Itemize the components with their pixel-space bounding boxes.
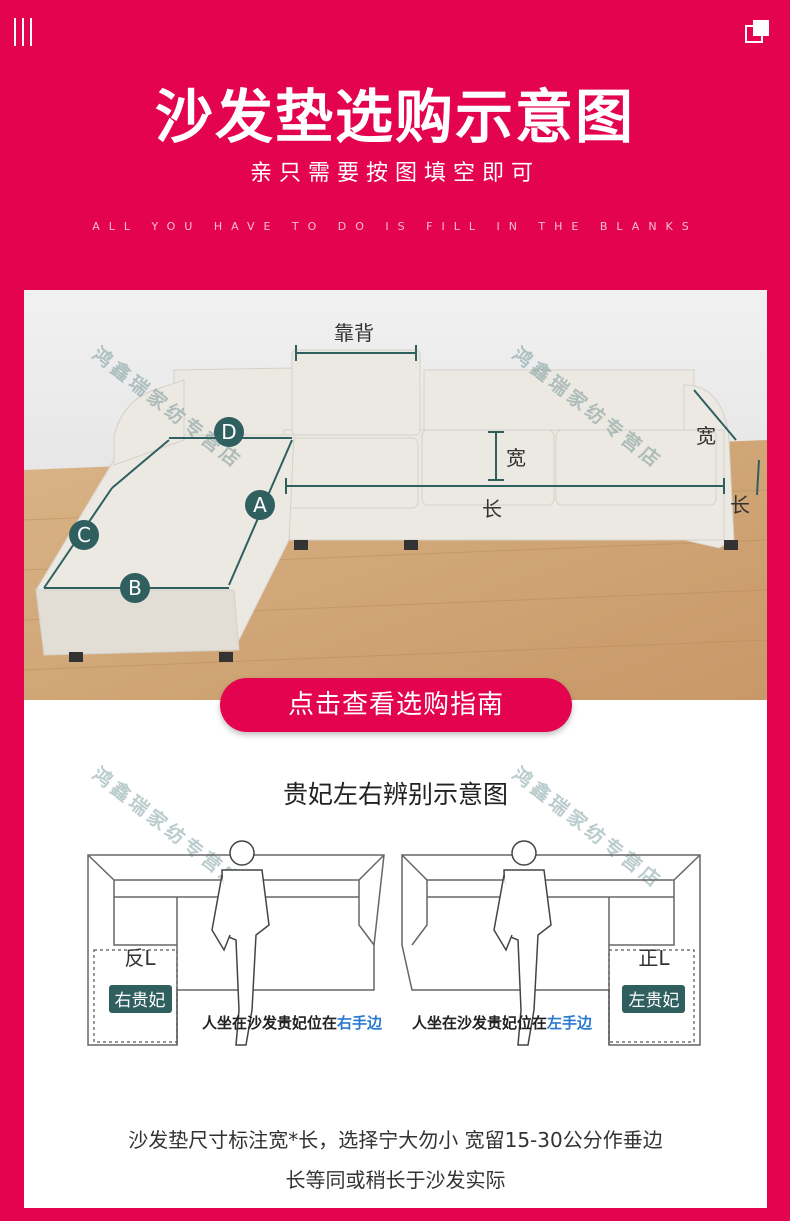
svg-text:A: A: [253, 493, 267, 517]
menu-icon[interactable]: [14, 18, 38, 46]
marker-b: B: [120, 573, 150, 603]
marker-a: A: [245, 490, 275, 520]
svg-text:人坐在沙发贵妃位在左手边: 人坐在沙发贵妃位在左手边: [412, 1014, 593, 1032]
sofa-diagram: 反L 右贵妃 人坐在沙发贵妃位在右手边 正L 左贵妃: [24, 835, 767, 1065]
size-note-line2: 长等同或稍长于沙发实际: [285, 1168, 506, 1192]
right-chaise-badge: 右贵妃: [115, 991, 166, 1011]
left-caption-highlight: 右手边: [337, 1014, 383, 1032]
label-width: 宽: [506, 446, 526, 470]
share-icon[interactable]: [744, 18, 772, 46]
diagram-title: 贵妃左右辨别示意图: [282, 780, 508, 809]
marker-d: D: [214, 417, 244, 447]
right-caption-highlight: 左手边: [546, 1014, 593, 1032]
guide-button[interactable]: 点击查看选购指南: [220, 678, 572, 732]
person-figure-left: [211, 840, 270, 1046]
person-figure-right: [493, 840, 552, 1046]
reverse-l-type: 反L: [124, 946, 156, 970]
left-chaise-badge: 左贵妃: [629, 991, 680, 1011]
page-title: 沙发垫选购示意图: [154, 83, 635, 151]
english-tagline: ALL YOU HAVE TO DO IS FILL IN THE BLANKS: [92, 220, 698, 233]
label-arm-width: 宽: [696, 424, 716, 448]
size-note-line1: 沙发垫尺寸标注宽*长，选择宁大勿小 宽留15-30公分作垂边: [128, 1128, 663, 1152]
content-panel: 靠背 宽 长 宽 长 A B C D 鸿鑫瑞家纺专营店 鸿鑫瑞家纺专营店 点击查…: [24, 290, 767, 1208]
normal-l-type: 正L: [638, 946, 670, 970]
right-caption: 人坐在沙发贵妃位在: [412, 1014, 547, 1032]
svg-text:B: B: [128, 576, 142, 600]
label-length: 长: [482, 497, 502, 521]
sofa-photo: 靠背 宽 长 宽 长 A B C D: [24, 290, 767, 700]
left-caption: 人坐在沙发贵妃位在: [202, 1014, 337, 1032]
svg-text:C: C: [77, 523, 91, 547]
marker-c: C: [69, 520, 99, 550]
label-arm-length: 长: [730, 493, 750, 517]
size-note: 沙发垫尺寸标注宽*长，选择宁大勿小 宽留15-30公分作垂边 长等同或稍长于沙发…: [24, 1120, 767, 1200]
page-subtitle: 亲只需要按图填空即可: [249, 161, 540, 186]
label-backrest: 靠背: [334, 321, 374, 345]
svg-text:人坐在沙发贵妃位在右手边: 人坐在沙发贵妃位在右手边: [202, 1014, 383, 1032]
svg-text:D: D: [221, 420, 236, 444]
